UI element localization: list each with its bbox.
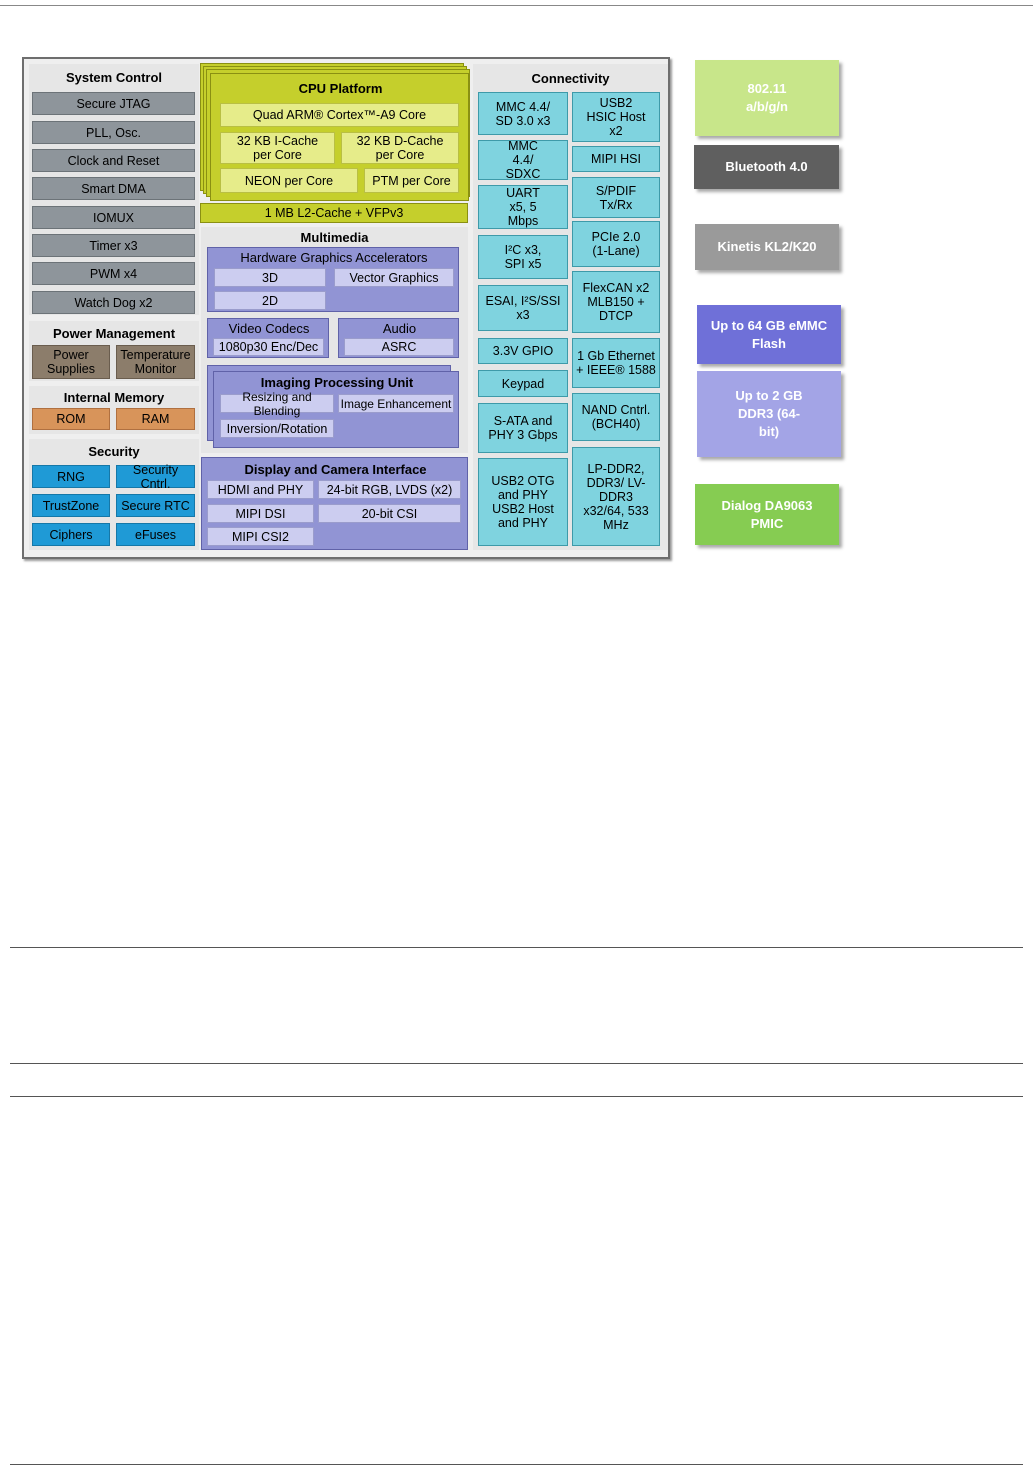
rule-2 bbox=[10, 1063, 1023, 1064]
ext-pmic: Dialog DA9063 PMIC bbox=[695, 484, 839, 545]
cpu-platform-title: CPU Platform bbox=[298, 81, 383, 96]
pm-temperature-monitor: Temperature Monitor bbox=[116, 345, 195, 379]
conn-pcie: PCIe 2.0 (1-Lane) bbox=[572, 221, 660, 267]
audio-asrc: ASRC bbox=[344, 338, 454, 356]
conn-flexcan: FlexCAN x2 MLB150 + DTCP bbox=[572, 271, 660, 333]
sec-trustzone: TrustZone bbox=[32, 494, 110, 517]
hga-panel: Hardware Graphics Accelerators 3D Vector… bbox=[207, 247, 459, 312]
dc-mipi-dsi: MIPI DSI bbox=[207, 504, 314, 523]
ext-kinetis: Kinetis KL2/K20 bbox=[695, 224, 839, 270]
ext-wifi: 802.11 a/b/g/n bbox=[695, 60, 839, 136]
ipu-title: Imaging Processing Unit bbox=[260, 375, 414, 390]
hga-title: Hardware Graphics Accelerators bbox=[240, 250, 428, 265]
ipu-panel: Imaging Processing Unit Resizing and Ble… bbox=[213, 371, 459, 448]
system-control-title: System Control bbox=[65, 70, 163, 85]
conn-uart: UART x5, 5 Mbps bbox=[478, 185, 568, 229]
dc-hdmi: HDMI and PHY bbox=[207, 480, 314, 499]
audio-panel: Audio ASRC bbox=[338, 318, 459, 358]
dc-mipi-csi2: MIPI CSI2 bbox=[207, 527, 314, 546]
cpu-neon: NEON per Core bbox=[220, 168, 358, 193]
bottom-rule bbox=[10, 1464, 1023, 1465]
video-codecs-sub: 1080p30 Enc/Dec bbox=[213, 338, 324, 356]
conn-esai: ESAI, I²S/SSI x3 bbox=[478, 285, 568, 331]
connectivity-title: Connectivity bbox=[531, 71, 610, 86]
hga-vector: Vector Graphics bbox=[334, 268, 454, 287]
ext-ddr3: Up to 2 GB DDR3 (64-bit) bbox=[697, 371, 841, 457]
ext-emmc: Up to 64 GB eMMC Flash bbox=[697, 305, 841, 364]
hga-2d: 2D bbox=[214, 291, 326, 310]
sc-secure-jtag: Secure JTAG bbox=[32, 92, 195, 115]
audio-title: Audio bbox=[382, 321, 417, 336]
sc-pll-osc: PLL, Osc. bbox=[32, 121, 195, 144]
cpu-platform: CPU Platform Quad ARM® Cortex™-A9 Core 3… bbox=[210, 73, 469, 201]
ipu-enhance: Image Enhancement bbox=[338, 394, 454, 413]
internal-memory-title: Internal Memory bbox=[63, 390, 165, 405]
im-ram: RAM bbox=[116, 408, 195, 430]
ipu-inversion: Inversion/Rotation bbox=[220, 419, 334, 438]
dc-20bit-csi: 20-bit CSI bbox=[318, 504, 461, 523]
cpu-core: Quad ARM® Cortex™-A9 Core bbox=[220, 103, 459, 127]
security-title: Security bbox=[88, 444, 140, 459]
video-codecs-panel: Video Codecs 1080p30 Enc/Dec bbox=[207, 318, 329, 358]
multimedia-panel: Multimedia Hardware Graphics Accelerator… bbox=[201, 227, 468, 453]
rule-3 bbox=[10, 1096, 1023, 1097]
sec-ciphers: Ciphers bbox=[32, 523, 110, 546]
hga-3d: 3D bbox=[214, 268, 326, 287]
conn-usb2-hsic: USB2 HSIC Host x2 bbox=[572, 92, 660, 142]
display-camera-panel: Display and Camera Interface HDMI and PH… bbox=[201, 457, 468, 550]
sc-clock-reset: Clock and Reset bbox=[32, 149, 195, 172]
sc-iomux: IOMUX bbox=[32, 206, 195, 229]
internal-memory-panel: Internal Memory ROM RAM bbox=[29, 386, 199, 434]
cpu-icache: 32 KB I-Cache per Core bbox=[220, 132, 335, 164]
conn-ethernet: 1 Gb Ethernet + IEEE® 1588 bbox=[572, 338, 660, 388]
system-control-panel: System Control Secure JTAG PLL, Osc. Clo… bbox=[29, 64, 199, 315]
conn-mipi-hsi: MIPI HSI bbox=[572, 146, 660, 172]
conn-keypad: Keypad bbox=[478, 370, 568, 397]
top-rule bbox=[0, 5, 1033, 6]
conn-mmc-sdxc: MMC 4.4/ SDXC bbox=[478, 139, 568, 181]
im-rom: ROM bbox=[32, 408, 110, 430]
conn-usb2-otg: USB2 OTG and PHY USB2 Host and PHY bbox=[478, 458, 568, 546]
ext-bluetooth: Bluetooth 4.0 bbox=[694, 145, 839, 189]
conn-gpio: 3.3V GPIO bbox=[478, 338, 568, 364]
security-panel: Security RNG Security Cntrl. TrustZone S… bbox=[29, 439, 199, 550]
display-camera-title: Display and Camera Interface bbox=[244, 462, 427, 477]
cpu-dcache: 32 KB D-Cache per Core bbox=[341, 132, 459, 164]
ipu-resize: Resizing and Blending bbox=[220, 390, 334, 418]
conn-spdif: S/PDIF Tx/Rx bbox=[572, 177, 660, 218]
sec-rng: RNG bbox=[32, 465, 110, 488]
multimedia-title: Multimedia bbox=[300, 230, 369, 245]
dc-rgb-lvds: 24-bit RGB, LVDS (x2) bbox=[318, 480, 461, 499]
pm-power-supplies: Power Supplies bbox=[32, 345, 110, 379]
cpu-ptm: PTM per Core bbox=[364, 168, 459, 193]
sc-pwm: PWM x4 bbox=[32, 262, 195, 285]
power-management-panel: Power Management Power Supplies Temperat… bbox=[29, 321, 199, 381]
sc-timer: Timer x3 bbox=[32, 234, 195, 257]
rule-1 bbox=[10, 947, 1023, 948]
sec-secure-rtc: Secure RTC bbox=[116, 494, 195, 517]
conn-sata: S-ATA and PHY 3 Gbps bbox=[478, 403, 568, 453]
sc-smart-dma: Smart DMA bbox=[32, 177, 195, 200]
video-codecs-title: Video Codecs bbox=[228, 321, 310, 336]
conn-ddr: LP-DDR2, DDR3/ LV-DDR3 x32/64, 533 MHz bbox=[572, 447, 660, 546]
conn-nand: NAND Cntrl. (BCH40) bbox=[572, 393, 660, 441]
conn-i2c-spi: I²C x3, SPI x5 bbox=[478, 235, 568, 279]
connectivity-panel: Connectivity MMC 4.4/ SD 3.0 x3 MMC 4.4/… bbox=[473, 64, 668, 550]
cpu-l2-cache: 1 MB L2-Cache + VFPv3 bbox=[200, 203, 468, 223]
power-management-title: Power Management bbox=[52, 326, 176, 341]
conn-mmc-sd: MMC 4.4/ SD 3.0 x3 bbox=[478, 92, 568, 135]
sec-security-cntrl: Security Cntrl. bbox=[116, 463, 195, 491]
block-diagram: System Control Secure JTAG PLL, Osc. Clo… bbox=[22, 57, 670, 559]
sec-efuses: eFuses bbox=[116, 523, 195, 546]
sc-watchdog: Watch Dog x2 bbox=[32, 291, 195, 314]
